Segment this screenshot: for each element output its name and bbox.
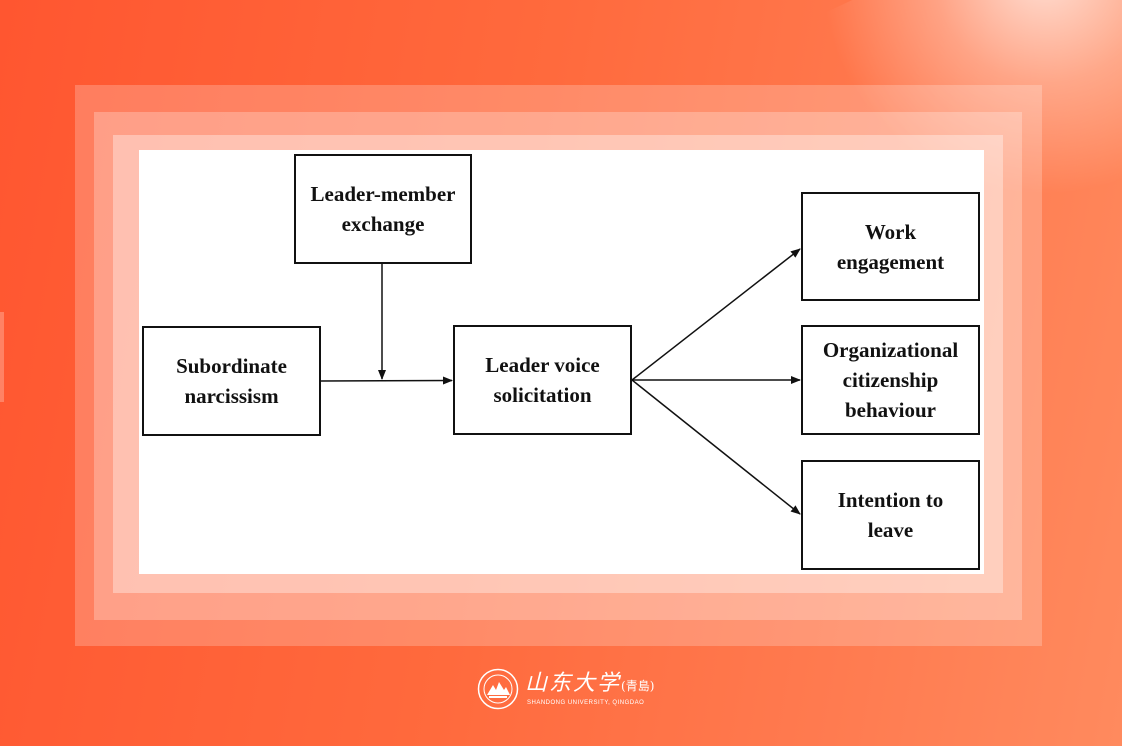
box-label-line: Work — [864, 219, 917, 244]
arrow-solicitation-to-work-engagement — [631, 248, 801, 381]
campus-cn-text: (青島) — [621, 679, 655, 693]
left-edge-tab — [0, 312, 4, 402]
box-label-line: Leader voice — [485, 353, 600, 377]
shandong-university-seal-icon — [477, 668, 519, 710]
arrow-narcissism-to-solicitation — [320, 376, 453, 385]
diagram-arrows — [320, 248, 801, 515]
box-leader-voice-solicitation: Leader voice solicitation — [453, 325, 632, 435]
university-logo: 山东大学(青島) SHANDONG UNIVERSITY, QINGDAO — [477, 668, 654, 710]
box-label-line: citizenship — [842, 368, 939, 392]
university-name-en: SHANDONG UNIVERSITY, QINGDAO — [527, 700, 645, 706]
arrow-solicitation-to-intention-to-leave — [631, 379, 801, 515]
box-label-line: Organizational — [822, 338, 959, 362]
research-model-diagram: Leader-member exchange Subordinate narci… — [139, 150, 984, 574]
university-cn-text: 山东大学 — [525, 671, 622, 696]
box-label-line: leave — [867, 518, 914, 542]
box-label-line: Intention to — [837, 488, 944, 512]
university-name-cn: 山东大学(青島) — [525, 671, 654, 699]
box-work-engagement: Work engagement — [801, 192, 980, 301]
box-label-line: exchange — [341, 212, 425, 236]
box-label-line: solicitation — [493, 383, 592, 407]
box-intention-to-leave: Intention to leave — [801, 460, 980, 570]
box-label-line: behaviour — [844, 398, 936, 422]
box-subordinate-narcissism: Subordinate narcissism — [142, 326, 321, 436]
box-label-line: Leader-member — [310, 182, 456, 206]
box-label-line: Subordinate — [176, 354, 287, 378]
box-label-line: narcissism — [184, 384, 279, 408]
box-leader-member-exchange: Leader-member exchange — [294, 154, 472, 264]
box-label-line: engagement — [836, 249, 945, 274]
box-organizational-citizenship-behaviour: Organizational citizenship behaviour — [801, 325, 980, 435]
